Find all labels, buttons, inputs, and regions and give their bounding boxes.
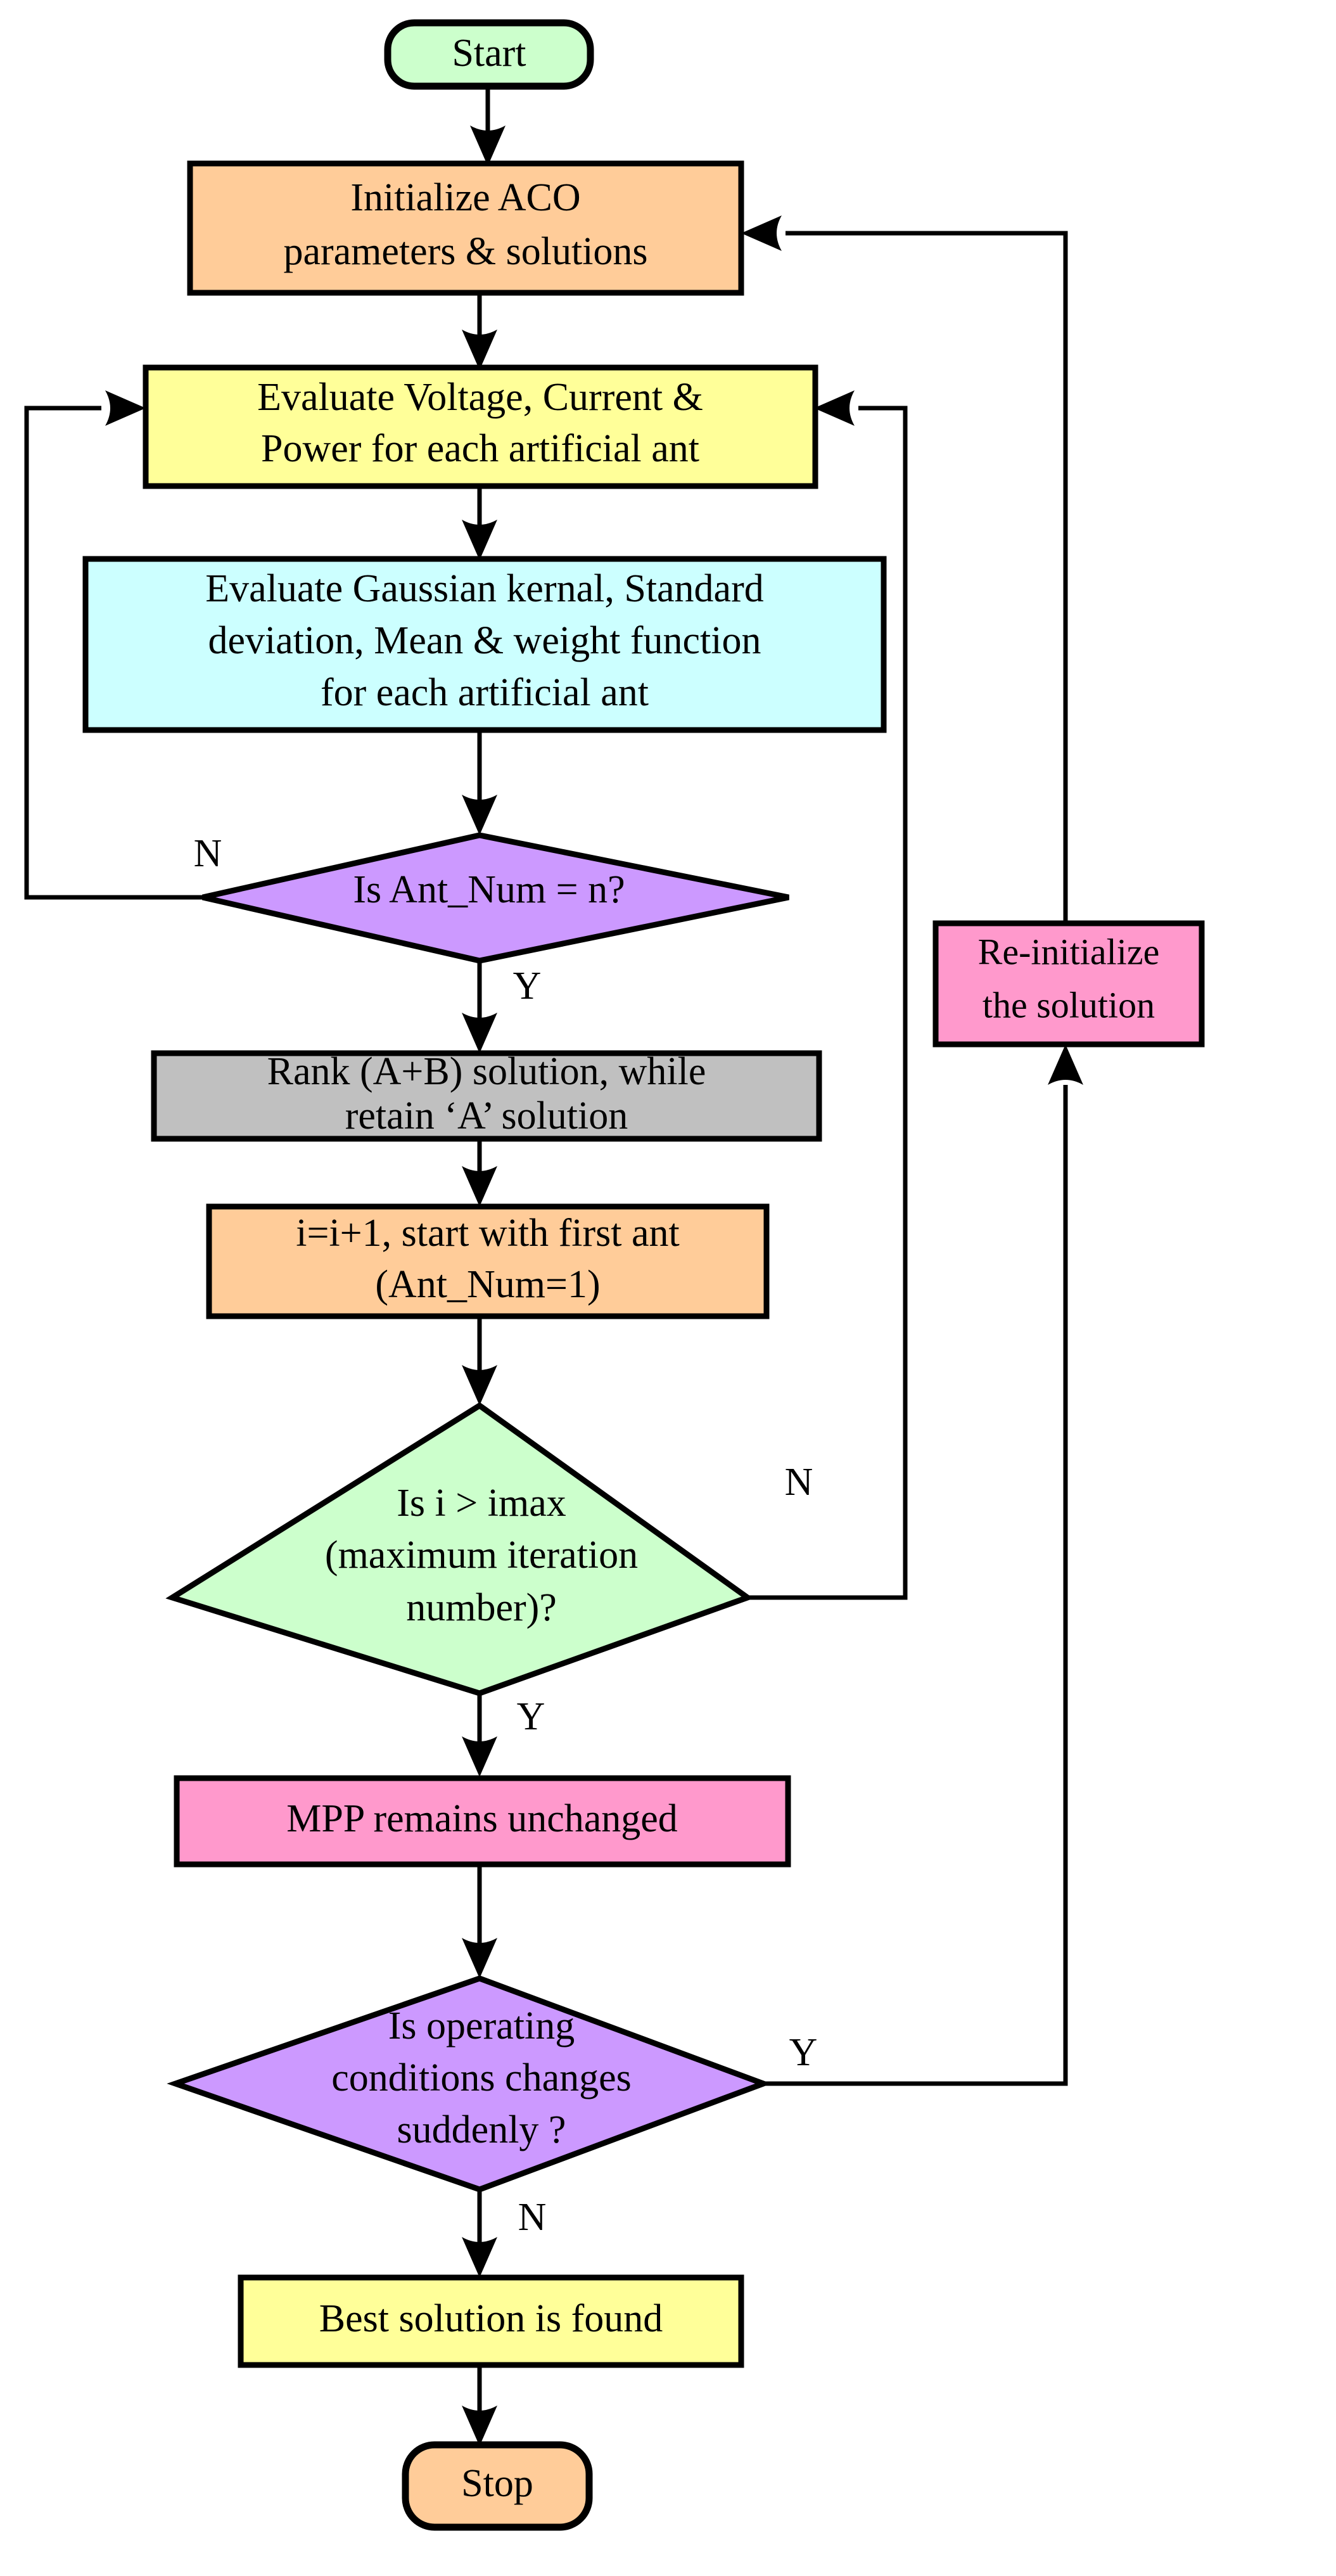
connector-rank-to-increment	[462, 1139, 497, 1207]
initialize-aco-line1: Initialize ACO	[350, 176, 580, 219]
node-rank-solution[interactable]: Rank (A+B) solution, while retain ‘A’ so…	[151, 1050, 822, 1142]
node-imax-check[interactable]: Is i > imax (maximum iteration number)?	[165, 1402, 754, 1696]
connector-mpp-to-conditions	[462, 1864, 497, 1978]
branch-label-conditions-no: N	[518, 2196, 547, 2239]
evaluate-gaussian-shape	[82, 556, 887, 733]
initialize-aco-shape	[187, 160, 744, 296]
connector-init-to-evaluate	[462, 293, 497, 370]
imax-check-line3: number)?	[406, 1586, 557, 1629]
start-shape	[384, 19, 594, 90]
node-best-solution[interactable]: Best solution is found	[238, 2274, 744, 2368]
imax-check-shape	[165, 1402, 754, 1696]
evaluate-gaussian-line2: deviation, Mean & weight function	[208, 619, 761, 662]
reinitialize-line2: the solution	[983, 984, 1155, 1025]
node-ant-num-check[interactable]: Is Ant_Num = n?	[201, 832, 789, 964]
conditions-check-shape	[167, 1975, 772, 2193]
reinitialize-line1: Re-initialize	[978, 931, 1160, 972]
node-increment-i[interactable]: i=i+1, start with first ant (Ant_Num=1)	[206, 1203, 770, 1319]
connector-imax-no-loop	[748, 390, 908, 1600]
node-conditions-check[interactable]: Is operating conditions changes suddenly…	[167, 1975, 772, 2193]
branch-label-conditions-yes: Y	[789, 2031, 818, 2074]
node-reinitialize[interactable]: Re-initialize the solution	[932, 920, 1205, 1048]
increment-i-line1: i=i+1, start with first ant	[296, 1212, 679, 1255]
node-evaluate-voltage[interactable]: Evaluate Voltage, Current & Power for ea…	[143, 364, 818, 489]
connector-conditions-no	[462, 2191, 497, 2278]
branch-label-ant-num-yes: Y	[513, 964, 542, 1008]
evaluate-gaussian-line3: for each artificial ant	[321, 671, 649, 714]
conditions-check-line2: conditions changes	[331, 2056, 632, 2099]
increment-i-shape	[206, 1203, 770, 1319]
rank-solution-line2: retain ‘A’ solution	[345, 1094, 628, 1137]
imax-check-line1: Is i > imax	[397, 1482, 566, 1525]
connector-gaussian-to-antnum	[462, 730, 497, 835]
imax-check-line2: (maximum iteration	[325, 1534, 638, 1577]
rank-solution-shape	[151, 1050, 822, 1142]
ant-num-check-label: Is Ant_Num = n?	[353, 868, 625, 911]
branch-label-ant-num-no: N	[194, 832, 222, 875]
mpp-unchanged-label: MPP remains unchanged	[286, 1797, 678, 1840]
best-solution-shape	[238, 2274, 744, 2368]
evaluate-voltage-line1: Evaluate Voltage, Current &	[257, 376, 703, 419]
mpp-unchanged-shape	[174, 1775, 791, 1868]
ant-num-check-shape	[201, 832, 789, 964]
node-mpp-unchanged[interactable]: MPP remains unchanged	[174, 1775, 791, 1868]
node-start[interactable]: Start	[384, 19, 594, 90]
connector-reinitialize-to-init	[741, 215, 1068, 923]
node-initialize-aco[interactable]: Initialize ACO parameters & solutions	[187, 160, 744, 296]
evaluate-gaussian-line1: Evaluate Gaussian kernal, Standard	[205, 567, 763, 610]
connector-best-to-stop	[462, 2365, 497, 2446]
evaluate-voltage-shape	[143, 364, 818, 489]
stop-shape	[402, 2441, 593, 2531]
connector-antnum-yes	[462, 962, 497, 1053]
node-evaluate-gaussian[interactable]: Evaluate Gaussian kernal, Standard devia…	[82, 556, 887, 733]
stop-label: Stop	[461, 2462, 533, 2505]
conditions-check-line3: suddenly ?	[397, 2108, 566, 2151]
conditions-check-line1: Is operating	[388, 2004, 575, 2047]
connector-antnum-no-loop	[24, 390, 203, 900]
branch-label-imax-no: N	[785, 1461, 813, 1504]
increment-i-line2: (Ant_Num=1)	[375, 1263, 600, 1306]
initialize-aco-line2: parameters & solutions	[283, 230, 647, 273]
evaluate-voltage-line2: Power for each artificial ant	[261, 427, 699, 470]
rank-solution-line1: Rank (A+B) solution, while	[267, 1050, 706, 1093]
connector-increment-to-imax	[462, 1316, 497, 1406]
branch-label-imax-yes: Y	[517, 1695, 545, 1738]
node-stop[interactable]: Stop	[402, 2441, 593, 2531]
connector-evaluate-to-gaussian	[462, 486, 497, 560]
best-solution-label: Best solution is found	[319, 2297, 663, 2340]
reinitialize-shape	[932, 920, 1205, 1048]
start-label: Start	[452, 32, 526, 75]
connector-start-to-init	[470, 86, 506, 166]
connector-conditions-yes-loop	[763, 1044, 1083, 2086]
connector-imax-yes	[462, 1693, 497, 1777]
